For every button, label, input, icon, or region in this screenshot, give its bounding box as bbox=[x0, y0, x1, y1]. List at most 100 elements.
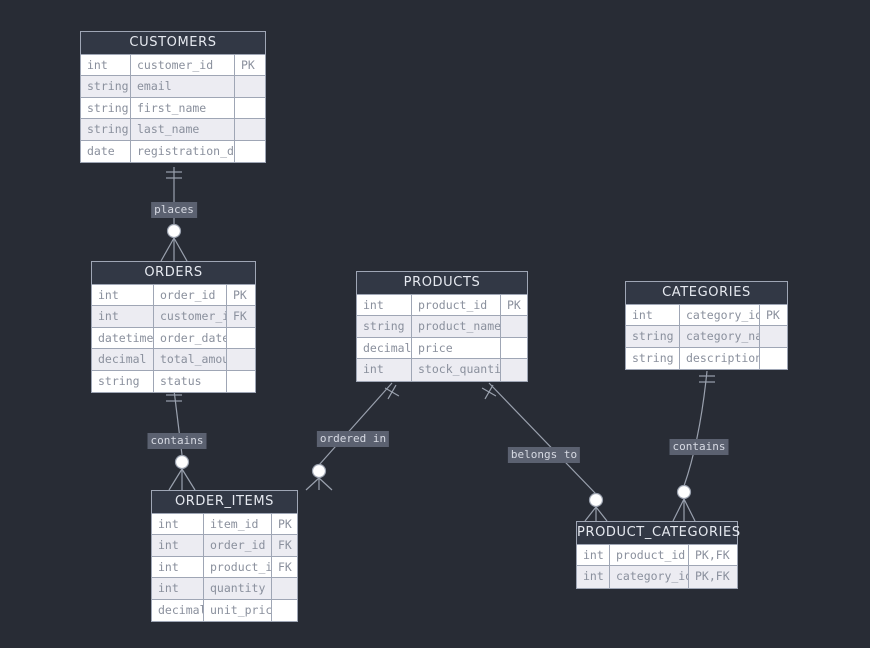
attribute-name: unit_price bbox=[204, 599, 272, 621]
attribute-name: category_id bbox=[680, 305, 760, 326]
attribute-key bbox=[501, 359, 527, 380]
attribute-key: PK,FK bbox=[695, 548, 730, 562]
attribute-type: int bbox=[152, 514, 204, 535]
relationship-label-customers-orders: places bbox=[151, 202, 197, 218]
attribute-key bbox=[235, 98, 265, 118]
entity-title-customers: CUSTOMERS bbox=[81, 32, 265, 55]
attribute-key: PK bbox=[233, 288, 247, 302]
relationship-label-categories-product_categories: contains bbox=[669, 439, 729, 455]
attribute-key bbox=[227, 328, 255, 348]
attribute-name: email bbox=[131, 76, 235, 97]
entity-title-order_items: ORDER_ITEMS bbox=[152, 491, 297, 514]
attribute-name: status bbox=[154, 370, 227, 392]
relationship-label-orders-order_items: contains bbox=[147, 433, 207, 449]
attribute-key bbox=[227, 371, 255, 392]
attribute-key bbox=[760, 326, 787, 346]
attribute-type: datetime bbox=[92, 327, 154, 349]
attribute-name: price bbox=[412, 337, 501, 359]
attribute-key: FK bbox=[278, 559, 292, 574]
attribute-name: category_name bbox=[680, 326, 760, 347]
attribute-type: int bbox=[577, 566, 610, 588]
attribute-name: registration_date bbox=[131, 140, 235, 162]
attribute-type: int bbox=[152, 535, 204, 556]
attribute-key: PK bbox=[507, 298, 521, 312]
attribute-name: item_id bbox=[204, 514, 272, 535]
attribute-key: PK bbox=[766, 308, 780, 322]
attribute-key bbox=[272, 578, 297, 598]
attribute-key bbox=[272, 600, 297, 621]
attribute-name: customer_id bbox=[131, 55, 235, 76]
attribute-name: category_id bbox=[610, 566, 689, 588]
relationship-label-products-product_categories: belongs to bbox=[507, 447, 581, 463]
attribute-key bbox=[235, 76, 265, 96]
attribute-name: stock_quantity bbox=[412, 359, 501, 381]
attribute-type: string bbox=[81, 97, 131, 119]
entity-title-orders: ORDERS bbox=[92, 262, 255, 285]
attribute-key bbox=[235, 119, 265, 139]
attribute-name: last_name bbox=[131, 119, 235, 140]
attribute-key: PK bbox=[241, 58, 255, 72]
attribute-type: decimal bbox=[92, 349, 154, 370]
attribute-key: FK bbox=[233, 309, 247, 324]
attribute-type: int bbox=[357, 359, 412, 381]
attribute-type: string bbox=[92, 370, 154, 392]
attribute-key bbox=[501, 316, 527, 336]
attribute-name: order_id bbox=[204, 535, 272, 556]
attribute-type: decimal bbox=[357, 337, 412, 359]
attribute-type: string bbox=[357, 316, 412, 337]
attribute-type: decimal bbox=[152, 599, 204, 621]
attribute-name: customer_id bbox=[154, 306, 227, 327]
attribute-name: product_id bbox=[412, 295, 501, 316]
attribute-type: int bbox=[357, 295, 412, 316]
attribute-type: int bbox=[577, 545, 610, 566]
attribute-type: int bbox=[152, 578, 204, 599]
attribute-key bbox=[760, 348, 787, 369]
attribute-name: order_date bbox=[154, 327, 227, 349]
entity-title-products: PRODUCTS bbox=[357, 272, 527, 295]
attribute-type: string bbox=[81, 119, 131, 140]
attribute-key bbox=[501, 338, 527, 358]
attribute-name: order_id bbox=[154, 285, 227, 306]
attribute-key: FK bbox=[278, 538, 292, 553]
attribute-type: int bbox=[81, 55, 131, 76]
attribute-name: product_name bbox=[412, 316, 501, 337]
attribute-key bbox=[227, 349, 255, 369]
attribute-name: total_amount bbox=[154, 349, 227, 370]
relationship-label-products-order_items: ordered in bbox=[316, 431, 390, 447]
attribute-name: product_id bbox=[610, 545, 689, 566]
attribute-name: product_id bbox=[204, 556, 272, 578]
attribute-key: PK bbox=[278, 517, 292, 531]
entity-orders[interactable]: ORDERSintorder_idPKintcustomer_idFKdatet… bbox=[91, 261, 256, 393]
attribute-type: string bbox=[81, 76, 131, 97]
attribute-key bbox=[235, 141, 265, 162]
